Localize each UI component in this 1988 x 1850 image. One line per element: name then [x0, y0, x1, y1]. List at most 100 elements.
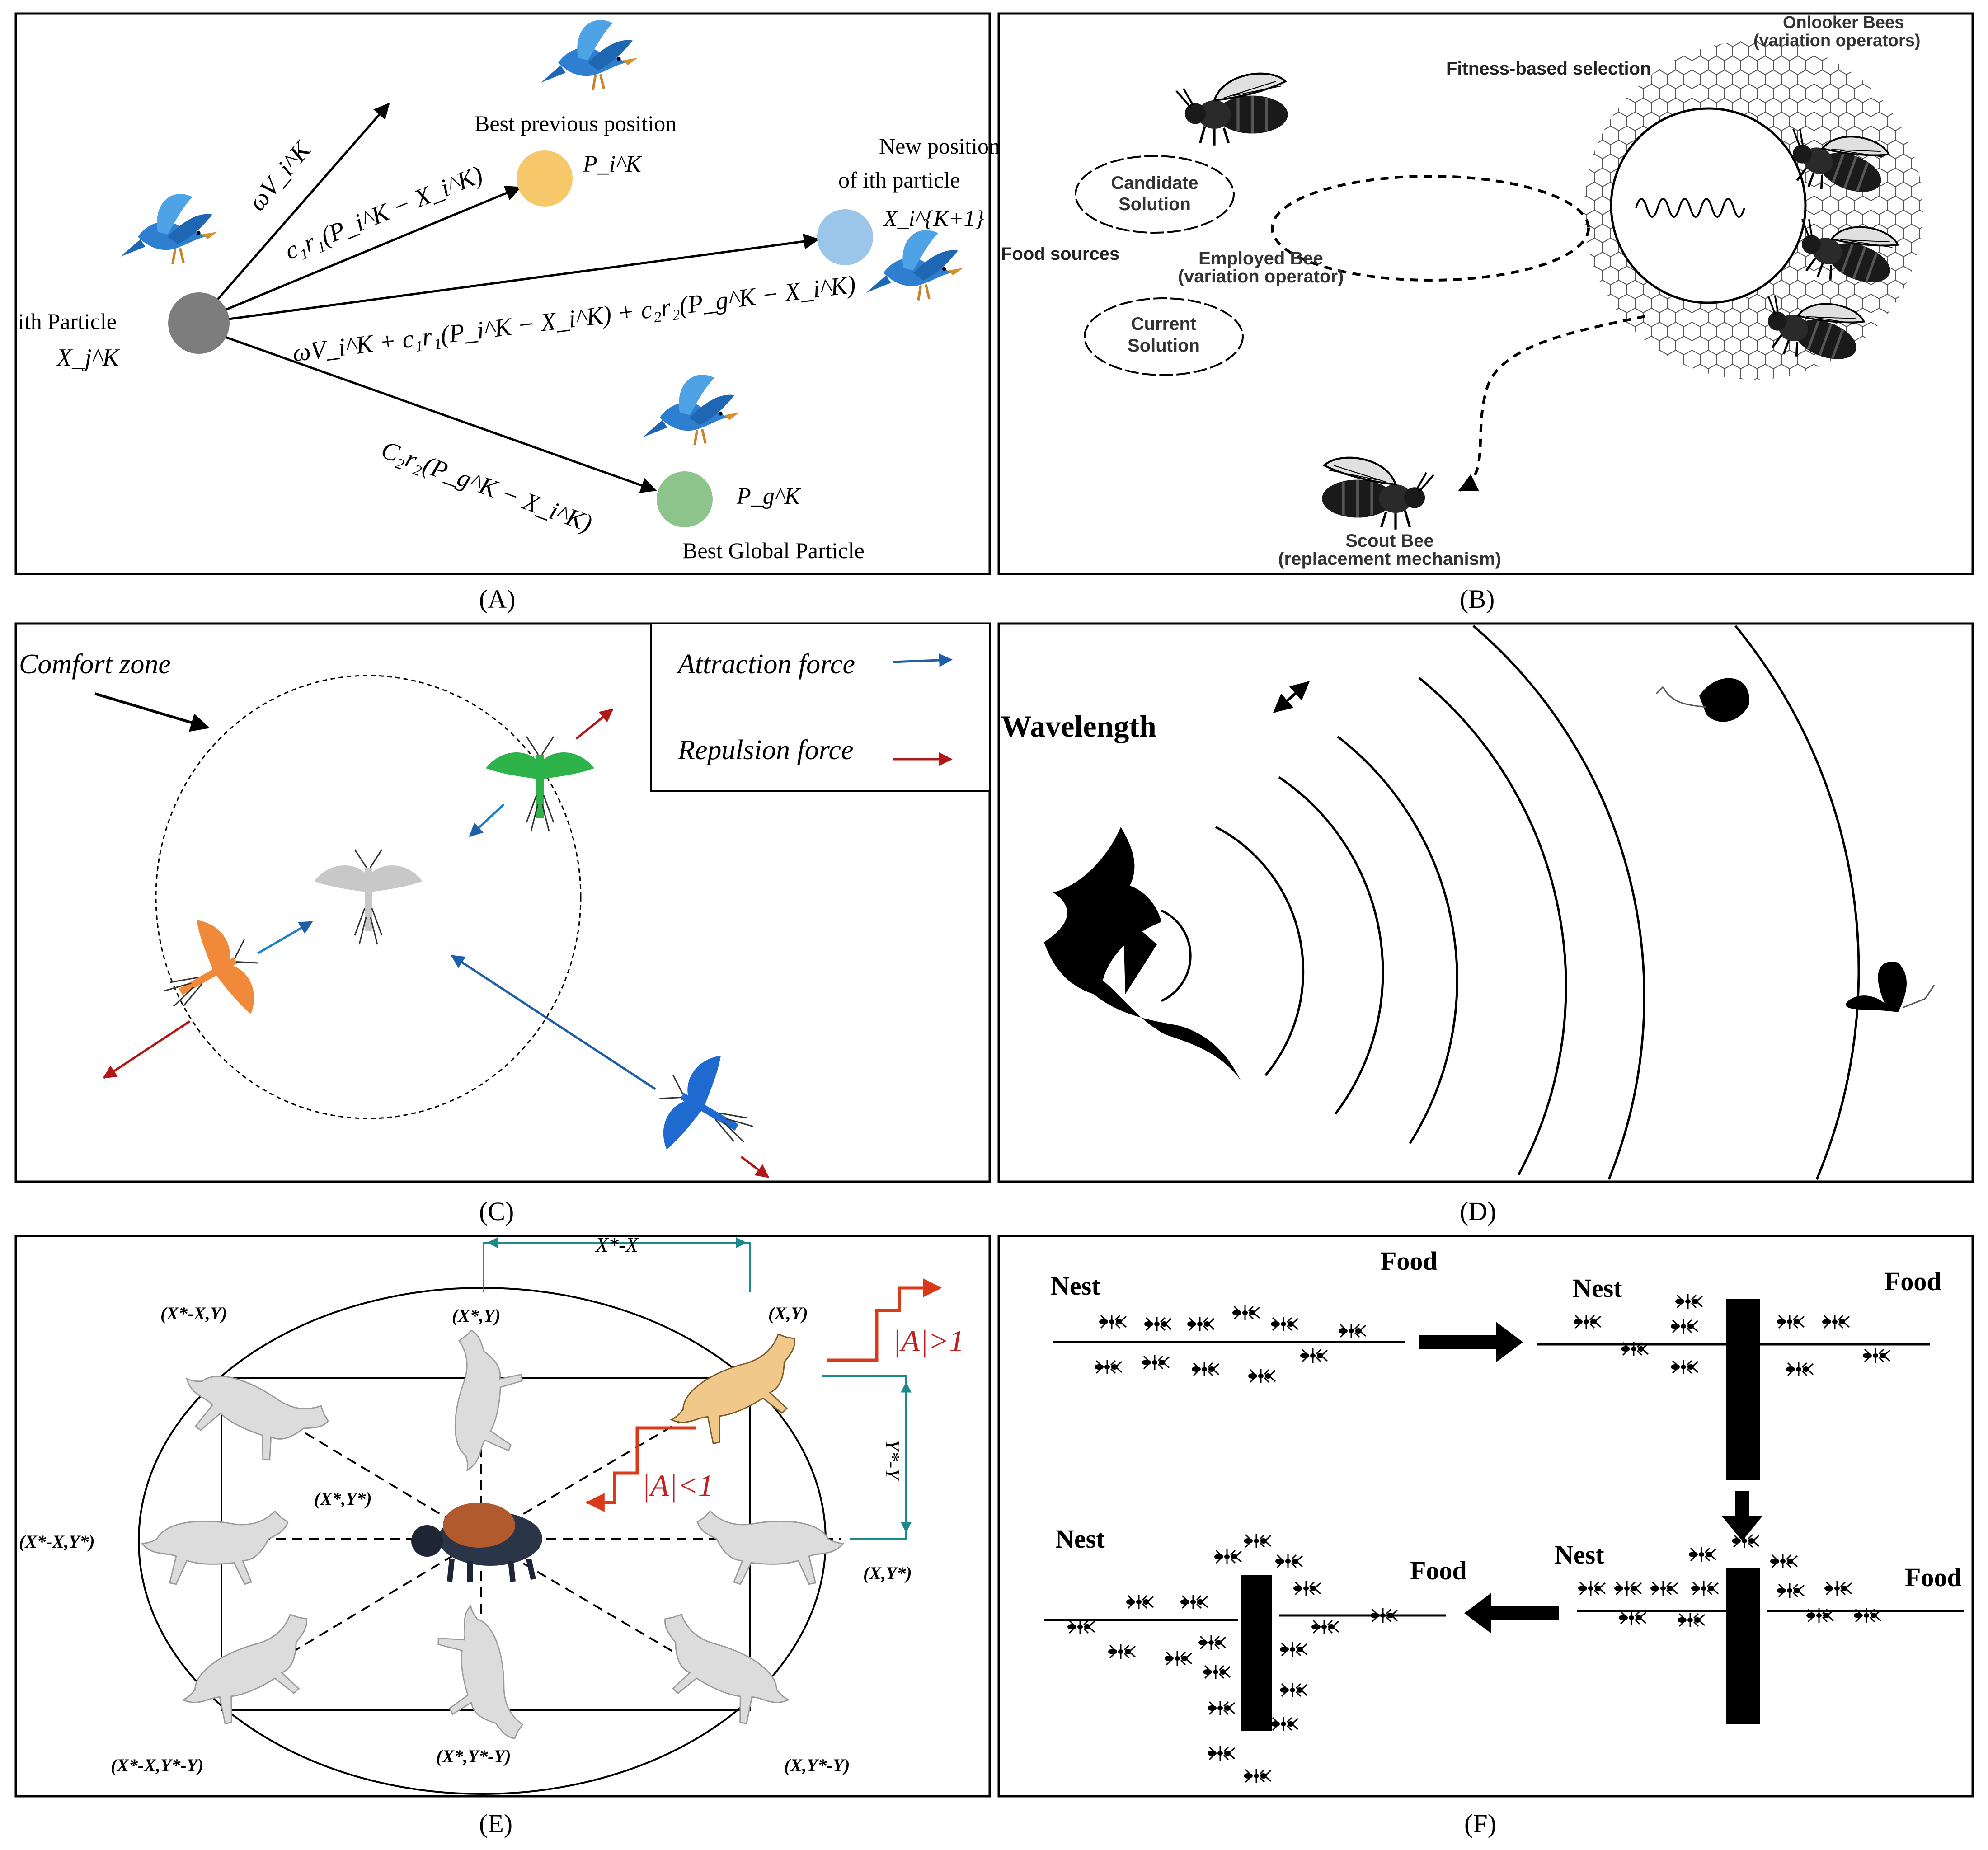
food-label: Food [1410, 1556, 1467, 1585]
moth-icon [1846, 962, 1907, 1012]
wave-arc [1337, 736, 1458, 1144]
right-dimension-label: Y*-Y [881, 1439, 904, 1482]
x-j-k-label: X_j^K [56, 344, 120, 372]
fitness-selection-label: Fitness-based selection [1446, 59, 1651, 79]
food-label: Food [1381, 1246, 1438, 1276]
wavelength-label: Wavelength [1001, 709, 1156, 743]
moth-antenna-icon [1655, 686, 1706, 708]
onlooker-label-2: (variation operators) [1753, 31, 1921, 50]
a-lt-1-step [585, 1426, 696, 1512]
caption-f: (F) [1464, 1809, 1496, 1838]
pos-top-left: (X*-X,Y) [160, 1303, 227, 1324]
current-label-1: Current [1131, 314, 1196, 334]
food-sources-label: Food sources [1001, 244, 1119, 264]
wave-arc [1215, 826, 1305, 1076]
caption-d: (D) [1460, 1197, 1496, 1226]
pos-bottom-right: (X,Y*-Y) [784, 1755, 850, 1775]
repulsion-arrow [103, 1020, 191, 1079]
moth-antenna-icon [1902, 985, 1935, 1009]
panel-c: Comfort zone Attraction force Repulsion … [14, 622, 991, 1183]
legend-box [650, 623, 991, 792]
flow-arrow-down [1722, 1491, 1762, 1541]
velocity-arrow [198, 233, 820, 324]
best-previous-node [517, 150, 573, 207]
current-solution-node [1084, 297, 1244, 376]
wave-arc [1418, 677, 1567, 1176]
bat-icon [1044, 827, 1241, 1080]
wave-arc [1161, 909, 1192, 1002]
p-g-k-label: P_g^K [736, 484, 801, 509]
caption-a: (A) [479, 584, 516, 614]
cognitive-arrow [198, 185, 522, 322]
attraction-arrow [257, 920, 313, 955]
ith-particle-node [168, 292, 230, 354]
best-global-label: Best Global Particle [682, 538, 865, 563]
new-position-label-1: New position [879, 133, 1000, 159]
nest-label: Nest [1573, 1273, 1622, 1303]
food-label: Food [1885, 1267, 1941, 1296]
new-position-label-2: of ith particle [838, 167, 960, 193]
wave-arc [1472, 625, 1645, 1180]
repulsion-legend-label: Repulsion force [677, 735, 854, 765]
obstacle-block [1726, 1299, 1760, 1480]
panel-a-frame [14, 12, 991, 575]
wavelength-arrow [1273, 681, 1310, 713]
employed-label-2: (variation operator) [1178, 267, 1344, 286]
comfort-zone-label: Comfort zone [19, 649, 171, 680]
attraction-arrow [451, 954, 656, 1090]
panel-b: Onlooker Bees (variation operators) Fitn… [997, 12, 1974, 575]
best-global-node [657, 471, 713, 527]
social-arrow [198, 326, 657, 493]
comfort-zone-circle [155, 675, 582, 1119]
x-i-k1-label: X_i^{K+1} [883, 206, 984, 231]
candidate-label-2: Solution [1119, 194, 1191, 214]
ith-particle-label: ith Particle [18, 309, 117, 334]
wave-arc [1278, 776, 1384, 1115]
candidate-label-1: Candidate [1111, 173, 1198, 193]
pos-center: (X*,Y*) [314, 1488, 372, 1509]
best-previous-label: Best previous position [475, 111, 677, 136]
a-gt-1-step [827, 1278, 942, 1362]
nest-label: Nest [1051, 1271, 1100, 1301]
selection-wave [1635, 198, 1745, 218]
selection-ring [1610, 107, 1807, 304]
flow-arrow-right [1419, 1322, 1523, 1362]
panel-a: ith Particle X_j^K Best previous positio… [14, 12, 1000, 575]
a-gt-1-label: |A|>1 [893, 1324, 964, 1358]
caption-b: (B) [1460, 584, 1495, 614]
repulsion-arrow [575, 709, 614, 740]
employed-label-1: Employed Bee [1198, 249, 1323, 268]
scout-dashed-arrow [1458, 315, 1645, 492]
current-label-2: Solution [1128, 336, 1200, 356]
attraction-legend-arrow [892, 653, 953, 667]
pos-top-center: (X*,Y) [452, 1305, 501, 1326]
prey-bison-icon [411, 1503, 542, 1582]
pos-mid-left: (X*-X,Y*) [19, 1531, 95, 1552]
candidate-solution-node [1075, 155, 1235, 234]
pos-bottom-left: (X*-X,Y*-Y) [111, 1755, 204, 1775]
food-label: Food [1905, 1563, 1962, 1592]
repulsion-arrow [740, 1156, 770, 1178]
flow-arrow-left [1464, 1593, 1559, 1634]
panel-d: Wavelength [997, 622, 1974, 1183]
nest-label: Nest [1055, 1524, 1105, 1554]
top-dimension-label: X*-X [595, 1233, 639, 1256]
pos-top-right: (X,Y) [768, 1303, 808, 1324]
attraction-legend-label: Attraction force [676, 649, 855, 680]
scout-label-2: (replacement mechanism) [1278, 549, 1501, 569]
caption-c: (C) [479, 1197, 514, 1226]
onlooker-label-1: Onlooker Bees [1783, 13, 1904, 32]
p-i-k-label: P_i^K [583, 151, 642, 177]
panel-f-frame [997, 1235, 1974, 1798]
pos-bottom-center: (X*,Y*-Y) [436, 1746, 511, 1766]
scout-label-1: Scout Bee [1345, 531, 1434, 551]
obstacle-block [1241, 1575, 1272, 1731]
comfort-zone-pointer [94, 692, 210, 732]
a-lt-1-label: |A|<1 [642, 1468, 714, 1503]
inertia-arrow [198, 103, 390, 322]
moth-icon [1699, 678, 1749, 722]
attraction-arrow [469, 803, 505, 837]
bat-icon [1116, 827, 1157, 994]
employed-loop-arrow [1271, 175, 1590, 282]
